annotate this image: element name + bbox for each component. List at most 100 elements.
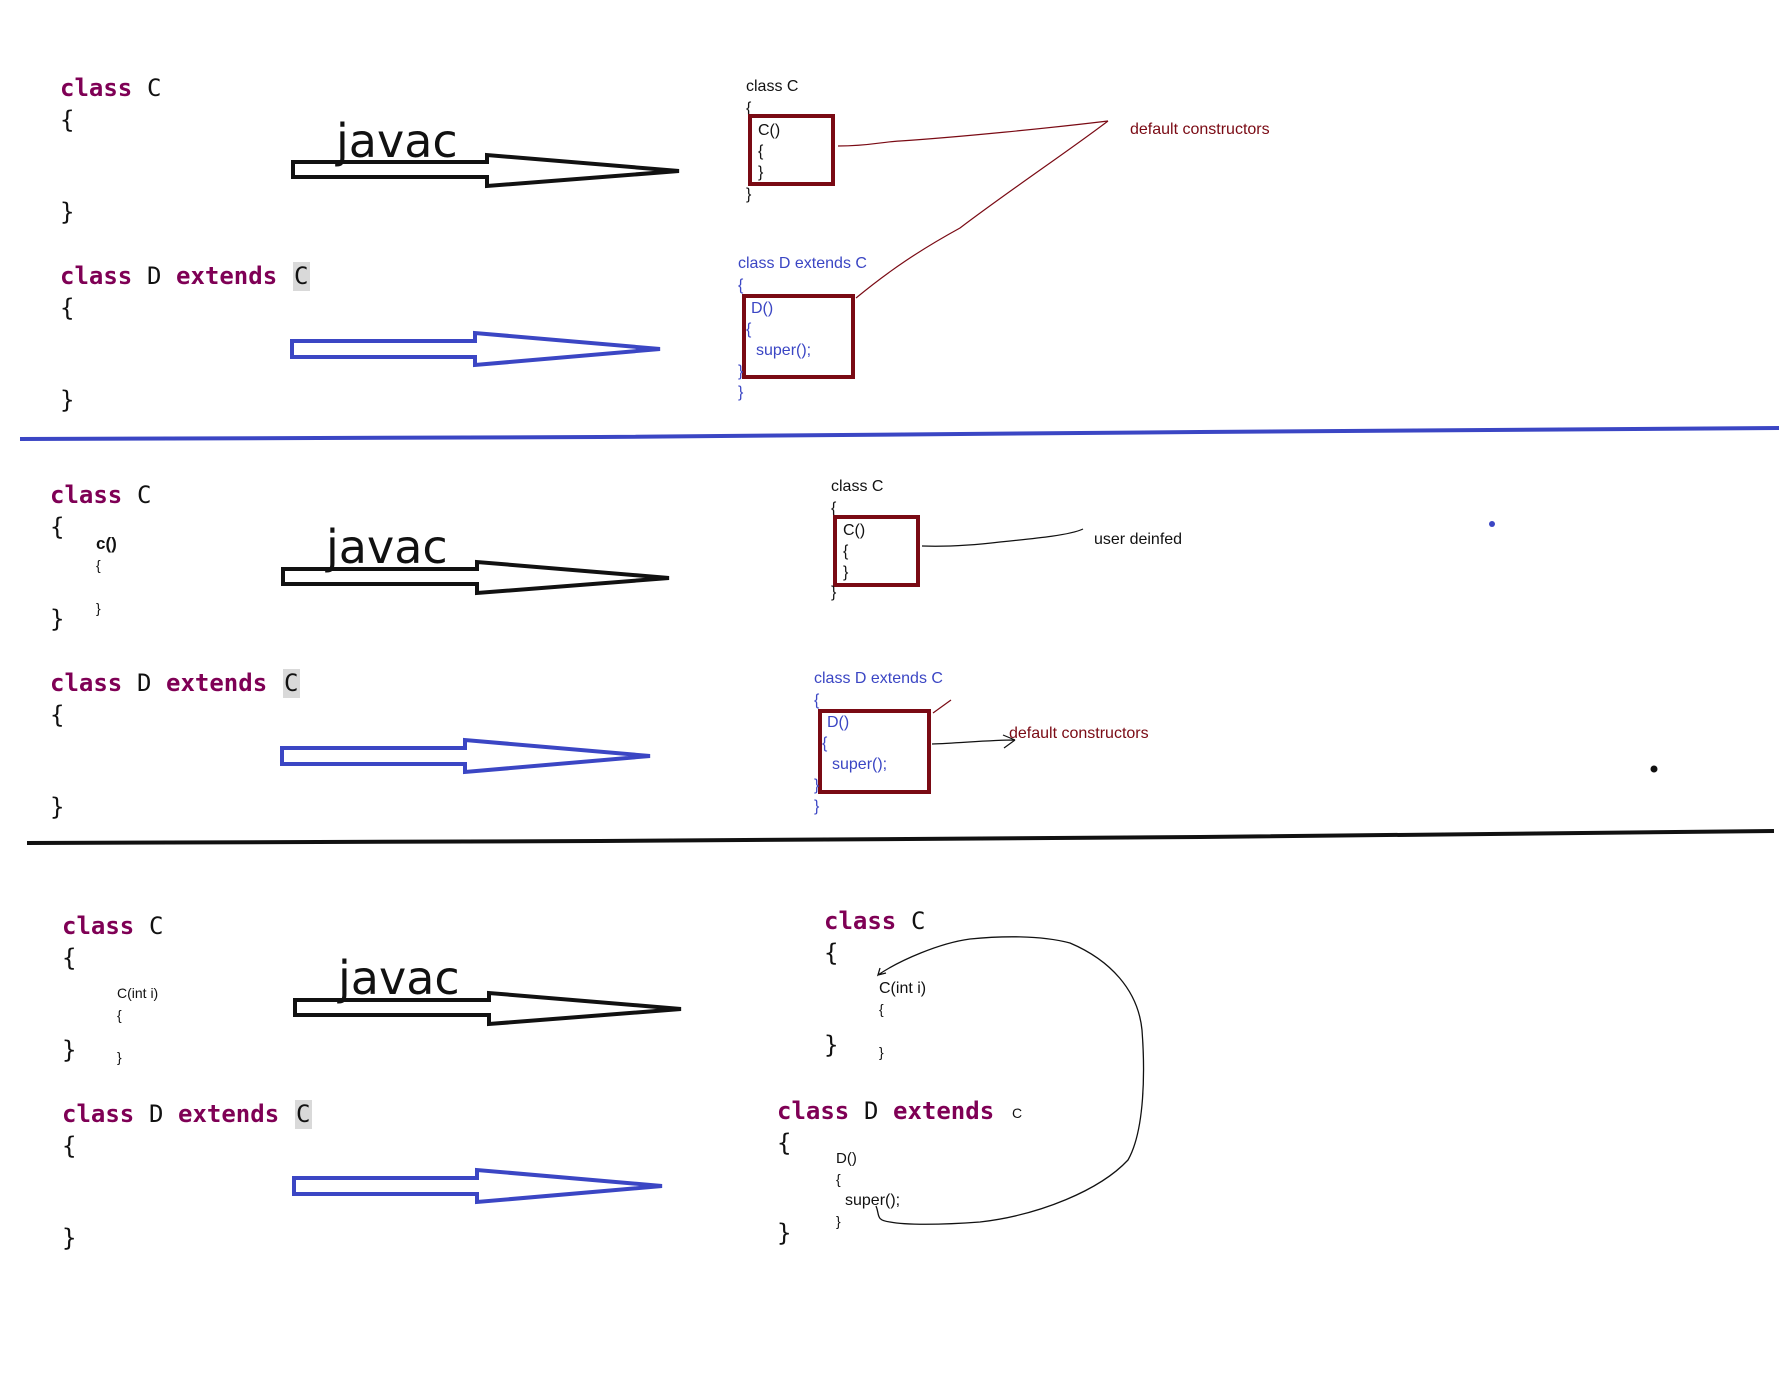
s3-javac-arrow [293, 990, 682, 1027]
s2-left-extends-name: C [284, 669, 298, 697]
s3-right-c-ctor: C(int i) [879, 980, 926, 997]
s3-left-extends-keyword: extends [178, 1100, 279, 1128]
s3-right-c-close: } [824, 1031, 838, 1059]
s3-right-class-d-name: D [864, 1097, 878, 1125]
s3-right-d-close: } [777, 1219, 791, 1247]
s1-right-d-super: super(); [756, 342, 811, 359]
s2-left-close-brace-1: } [50, 605, 64, 633]
s2-left-extends-highlight [283, 669, 300, 698]
s3-right-c-open: { [824, 939, 838, 967]
s3-left-ctor-open: { [117, 1007, 122, 1023]
s2-red-tick [932, 699, 952, 714]
s3-left-open-brace-1: { [62, 944, 76, 972]
s1-left-open-brace-2: { [60, 294, 74, 322]
s3-left-ctor: C(int i) [117, 985, 158, 1001]
s3-right-class-c-keyword: class [824, 907, 896, 935]
s1-left-extends-keyword: extends [176, 262, 277, 290]
s2-right-c-ctor-box [833, 515, 920, 587]
s1-right-c-header: class C [746, 78, 798, 95]
s3-right-d-ctor-open: { [836, 1171, 841, 1187]
s3-left-class-d-name: D [149, 1100, 163, 1128]
s2-left-open-brace-1: { [50, 513, 64, 541]
s3-left-class-c-keyword: class [62, 912, 134, 940]
s1-javac-arrow [291, 152, 680, 189]
s2-default-pointer [931, 734, 1016, 749]
s1-left-close-brace-1: } [60, 198, 74, 226]
s1-right-d-header: class D extends C [738, 255, 867, 272]
s3-right-extends-keyword: extends [893, 1097, 994, 1125]
s3-left-extends-name: C [296, 1100, 310, 1128]
s1-annotation-default-constructors: default constructors [1130, 121, 1270, 138]
s2-left-close-brace-2: } [50, 793, 64, 821]
s1-right-d-close: } [738, 384, 744, 401]
s1-annotation-line-1 [837, 120, 1109, 147]
s1-right-c-ctor-open: { [758, 143, 764, 160]
s2-right-d-ctor-open: { [822, 735, 828, 752]
s3-javac-label: javac [337, 951, 460, 1005]
s1-left-class-c-keyword: class [60, 74, 132, 102]
s2-left-class-c-keyword: class [50, 481, 122, 509]
s2-left-ctor-open: { [96, 557, 101, 573]
s3-right-extends-name: C [1012, 1105, 1022, 1121]
section-2: class C { c() { } } class D extends C { … [50, 478, 1658, 821]
section-divider-2 [26, 829, 1775, 845]
s2-right-d-close: } [814, 798, 820, 815]
s3-right-d-super: super(); [845, 1192, 900, 1209]
s1-left-extends-name: C [294, 262, 308, 290]
s3-right-class-c-name: C [911, 907, 925, 935]
s1-right-d-open: { [738, 277, 744, 294]
s2-javac-label: javac [325, 520, 448, 574]
s2-right-d-header: class D extends C [814, 670, 943, 687]
s1-right-c-open: { [746, 100, 752, 117]
section-divider-1 [19, 426, 1779, 441]
s1-left-close-brace-2: } [60, 386, 74, 414]
s2-black-dot [1650, 765, 1658, 773]
s1-right-d-ctor-box [742, 294, 855, 379]
s1-right-d-ctor-open: { [746, 321, 752, 338]
s1-right-c-ctor: C() [758, 122, 780, 139]
s2-left-class-d-name: D [137, 669, 151, 697]
section-1: class C { } class D extends C { } javac … [60, 74, 1270, 414]
s2-right-c-ctor-close: } [843, 564, 849, 581]
s2-right-c-open: { [831, 500, 837, 517]
s1-right-d-ctor: D() [751, 300, 773, 317]
s1-right-c-close: } [746, 186, 752, 203]
s2-annotation-default-constructors: default constructors [1009, 725, 1149, 742]
s2-right-d-ctor: D() [827, 714, 849, 731]
section-3: class C { C(int i) { } } class D extends… [62, 907, 1145, 1252]
s2-right-c-close: } [831, 584, 837, 601]
s3-blue-arrow [292, 1167, 663, 1205]
s3-right-d-ctor: D() [836, 1150, 857, 1167]
s2-blue-dot [1489, 521, 1495, 527]
s1-left-class-c-name: C [147, 74, 161, 102]
s3-left-ctor-close: } [117, 1049, 122, 1065]
s3-left-close-brace-2: } [62, 1224, 76, 1252]
s1-left-extends-highlight [293, 262, 310, 291]
s1-right-c-ctor-box [748, 114, 835, 186]
s2-right-d-ctor-close: } [814, 777, 820, 794]
s2-left-open-brace-2: { [50, 701, 64, 729]
s3-left-class-d-keyword: class [62, 1100, 134, 1128]
s1-blue-arrow [290, 330, 661, 368]
s1-left-class-d-name: D [147, 262, 161, 290]
s2-left-class-d-keyword: class [50, 669, 122, 697]
s3-right-d-open: { [777, 1129, 791, 1157]
s3-left-extends-highlight [295, 1100, 312, 1129]
s2-right-d-open: { [814, 692, 820, 709]
s3-right-d-ctor-close: } [836, 1213, 841, 1229]
s3-super-to-ctor-curve [875, 936, 1145, 1225]
s2-annotation-user-defined: user deinfed [1094, 531, 1182, 548]
s1-left-class-d-keyword: class [60, 262, 132, 290]
s3-left-class-c-name: C [149, 912, 163, 940]
s1-annotation-line-2 [855, 120, 1109, 299]
s2-right-d-ctor-box [818, 709, 931, 794]
s2-right-d-super: super(); [832, 756, 887, 773]
s3-left-close-brace-1: } [62, 1036, 76, 1064]
s2-right-c-ctor-open: { [843, 543, 849, 560]
s2-left-ctor: c() [96, 534, 117, 553]
s2-right-c-ctor: C() [843, 522, 865, 539]
s3-right-c-ctor-close: } [879, 1044, 884, 1060]
s1-javac-label: javac [335, 114, 458, 168]
s3-right-class-d-keyword: class [777, 1097, 849, 1125]
